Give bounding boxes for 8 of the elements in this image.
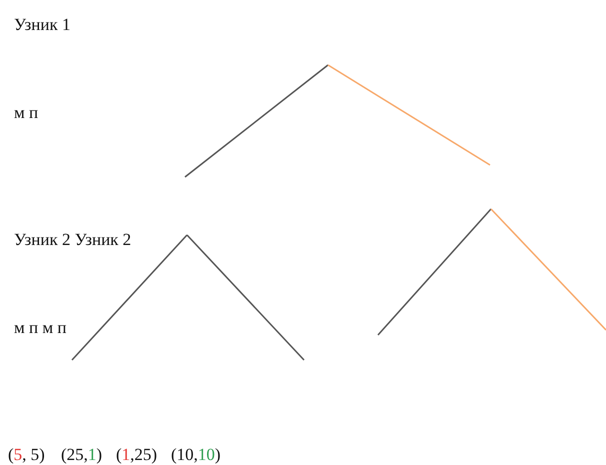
move-labels: м п (14, 103, 38, 123)
player-label: Узник 1 (14, 15, 70, 35)
move-labels: м п м п (14, 318, 66, 338)
payoff-label: (10,10) (171, 445, 221, 465)
player-labels: Узник 2 Узник 2 (14, 230, 132, 250)
payoff-label: (5, 5) (8, 445, 45, 465)
payoff-label: (1,25) (116, 445, 158, 465)
payoff-label: (25,1) (61, 445, 102, 465)
